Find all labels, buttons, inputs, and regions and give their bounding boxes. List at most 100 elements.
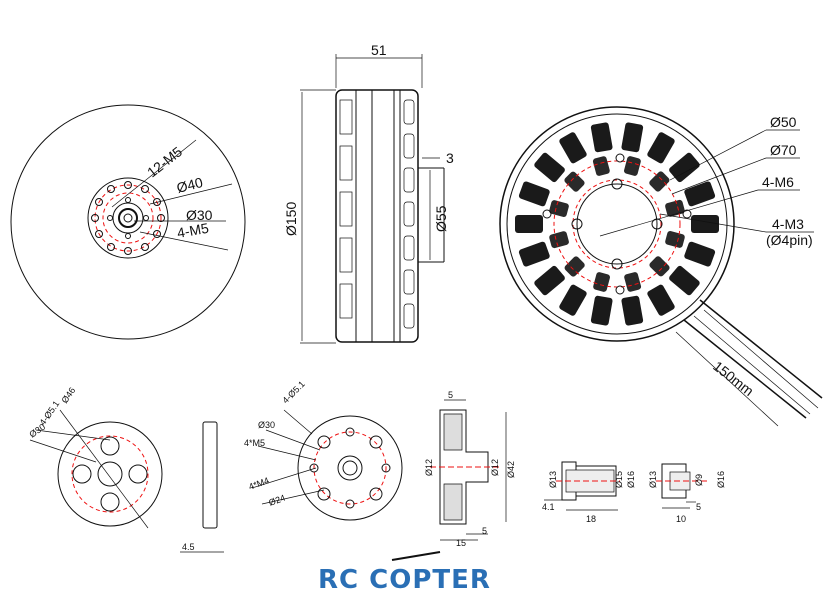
back-label-d70: Ø70 xyxy=(770,142,797,158)
adapter-label-bottom: 5 xyxy=(482,526,487,536)
flange-label-m5: 4*M5 xyxy=(244,438,265,448)
back-inner-window xyxy=(564,171,585,192)
front-hub-boss xyxy=(112,202,144,234)
adapter-label-length: 15 xyxy=(456,538,466,548)
flange-label-holes: 4-Ø5.1 xyxy=(280,379,307,406)
flange-label-d30: Ø30 xyxy=(258,420,275,430)
side-label-d150: Ø150 xyxy=(283,202,299,236)
back-view: Ø50 Ø70 4-M6 4-M3 (Ø4pin) 150mm xyxy=(499,106,823,427)
back-label-m6: 4-M6 xyxy=(762,174,794,190)
front-hub-disc xyxy=(87,177,169,259)
front-label-12m5: 12-M5 xyxy=(144,143,185,180)
back-inner-window xyxy=(624,156,641,176)
front-bolt-circle-40 xyxy=(94,184,162,252)
front-shaft-core xyxy=(123,213,133,223)
bushing-long-label-d16: Ø16 xyxy=(626,471,636,488)
flange-outer xyxy=(297,415,403,521)
back-inner-window xyxy=(592,156,610,176)
back-window xyxy=(621,122,644,153)
back-window xyxy=(684,181,716,207)
motor-outer-circle xyxy=(10,104,246,340)
back-outer-circle xyxy=(499,106,735,342)
back-window xyxy=(515,215,543,233)
back-inner-window xyxy=(549,200,569,217)
prop-adapter-section: 5 Ø12 Ø12 Ø42 15 5 xyxy=(424,390,516,548)
back-label-cable: 150mm xyxy=(710,358,757,399)
back-inner-window xyxy=(564,256,585,277)
back-window xyxy=(590,295,613,326)
flange-bolt-circle xyxy=(313,431,387,505)
logo-text: RC COPTER xyxy=(318,565,491,595)
adapter-label-d12b: Ø12 xyxy=(490,459,500,476)
front-label-4m5: 4-M5 xyxy=(176,220,210,241)
back-window xyxy=(518,181,550,207)
bushing-short-label-flange: 5 xyxy=(696,502,701,512)
back-inner-window xyxy=(624,272,642,292)
bushing-long-label-flange: 4.1 xyxy=(542,502,555,512)
back-window xyxy=(559,284,587,316)
front-label-d40: Ø40 xyxy=(175,174,205,196)
side-view: 51 Ø150 3 Ø55 xyxy=(283,42,454,344)
back-m6-holes xyxy=(542,153,692,295)
back-window xyxy=(534,265,565,296)
flange-label-d24: Ø24 xyxy=(267,493,286,508)
back-label-pin: (Ø4pin) xyxy=(766,232,813,248)
side-label-d55: Ø55 xyxy=(433,205,449,232)
back-circle-d50 xyxy=(572,179,662,269)
front-view: 12-M5 Ø40 Ø30 4-M5 xyxy=(10,104,246,340)
back-inner-rim xyxy=(506,113,728,335)
side-label-width: 51 xyxy=(371,42,387,58)
front-bolt-circle-30 xyxy=(102,192,154,244)
plate-label-thickness: 4.5 xyxy=(182,542,195,552)
back-window xyxy=(559,132,587,164)
back-window xyxy=(518,241,550,267)
front-label-d30: Ø30 xyxy=(186,207,213,223)
back-window xyxy=(590,122,613,153)
cable xyxy=(675,299,823,427)
side-body xyxy=(335,89,419,343)
back-window xyxy=(647,132,675,164)
rc-copter-logo: RC COPTER xyxy=(318,551,491,595)
adapter-label-d12a: Ø12 xyxy=(424,459,434,476)
bushing-short-label-length: 10 xyxy=(676,514,686,524)
bushing-short-label-d9: Ø9 xyxy=(694,474,704,486)
back-label-m3: 4-M3 xyxy=(772,216,804,232)
back-window xyxy=(621,295,644,326)
back-window xyxy=(669,152,700,183)
back-center-boss xyxy=(576,183,658,265)
back-windows xyxy=(515,122,719,326)
bushing-short-label-d13: Ø13 xyxy=(648,471,658,488)
plate-center-hole xyxy=(97,461,123,487)
mount-flange: 4-Ø5.1 Ø30 4*M5 4*M4 Ø24 xyxy=(244,379,403,521)
back-inner-window xyxy=(665,231,685,248)
back-window xyxy=(691,215,719,233)
bushing-short-label-d16: Ø16 xyxy=(716,471,726,488)
bushing-long-label-d15: Ø15 xyxy=(614,471,624,488)
adapter-plate: Ø46 4-Ø5.1 Ø30 4.5 xyxy=(27,385,224,553)
back-inner-window xyxy=(593,272,610,292)
bushing-long-label-length: 18 xyxy=(586,514,596,524)
side-fins xyxy=(339,99,415,329)
plate-label-d46: Ø46 xyxy=(59,385,77,405)
back-window xyxy=(684,241,716,267)
back-window xyxy=(534,152,565,183)
bushing-long: Ø13 Ø15 Ø16 4.1 18 xyxy=(542,461,636,524)
back-window xyxy=(647,284,675,316)
back-inner-window xyxy=(665,199,685,217)
bushing-short: Ø13 Ø9 Ø16 5 10 xyxy=(648,463,726,524)
back-window xyxy=(669,265,700,296)
back-inner-window xyxy=(649,256,670,277)
adapter-label-top: 5 xyxy=(448,390,453,400)
plate-outer xyxy=(57,421,163,527)
side-label-lip: 3 xyxy=(446,150,454,166)
back-inner-window xyxy=(649,171,670,192)
back-inner-window xyxy=(549,231,569,249)
front-shaft xyxy=(118,208,138,228)
plate-side xyxy=(202,421,218,529)
flange-center xyxy=(337,455,363,481)
bushing-long-label-d13: Ø13 xyxy=(548,471,558,488)
adapter-label-d42: Ø42 xyxy=(506,461,516,478)
flange-label-m4: 4*M4 xyxy=(247,475,270,492)
